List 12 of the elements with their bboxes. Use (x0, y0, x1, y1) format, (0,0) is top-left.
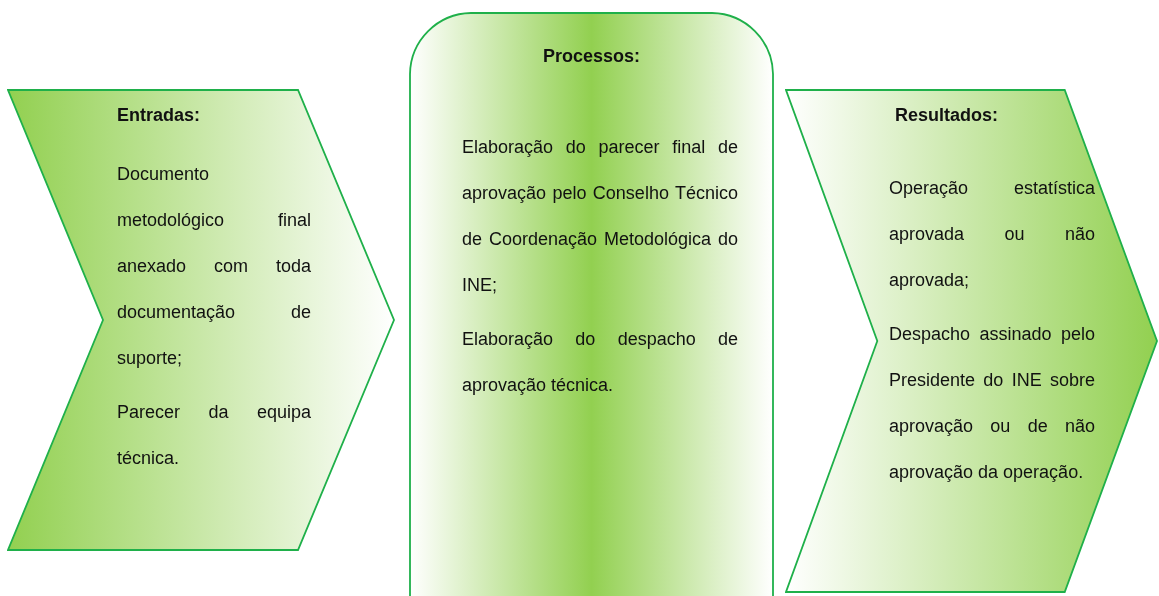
process-panel (409, 12, 774, 596)
input-chevron (7, 89, 395, 551)
body-text: Elaboração do parecer final de aprovação pelo Conselho Técnico de Coordenação Metodológica do INE; (462, 136, 738, 297)
body-text: Parecer da equipa técnica. (117, 401, 311, 470)
output-chevron (785, 89, 1158, 593)
body-text: Elaboração do despacho de aprovação técnica. (462, 328, 738, 397)
body-text: Despacho assinado pelo Presidente do INE sobre aprovação ou de não aprovação da operação. (889, 323, 1095, 484)
body-text: Documento metodológico final anexado com toda documentação de suporte; (117, 163, 311, 370)
section-heading: Resultados: (895, 104, 999, 127)
section-heading: Entradas: (117, 104, 201, 127)
body-text: Operação estatística aprovada ou não aprovada; (889, 177, 1095, 292)
section-heading: Processos: (541, 45, 642, 68)
